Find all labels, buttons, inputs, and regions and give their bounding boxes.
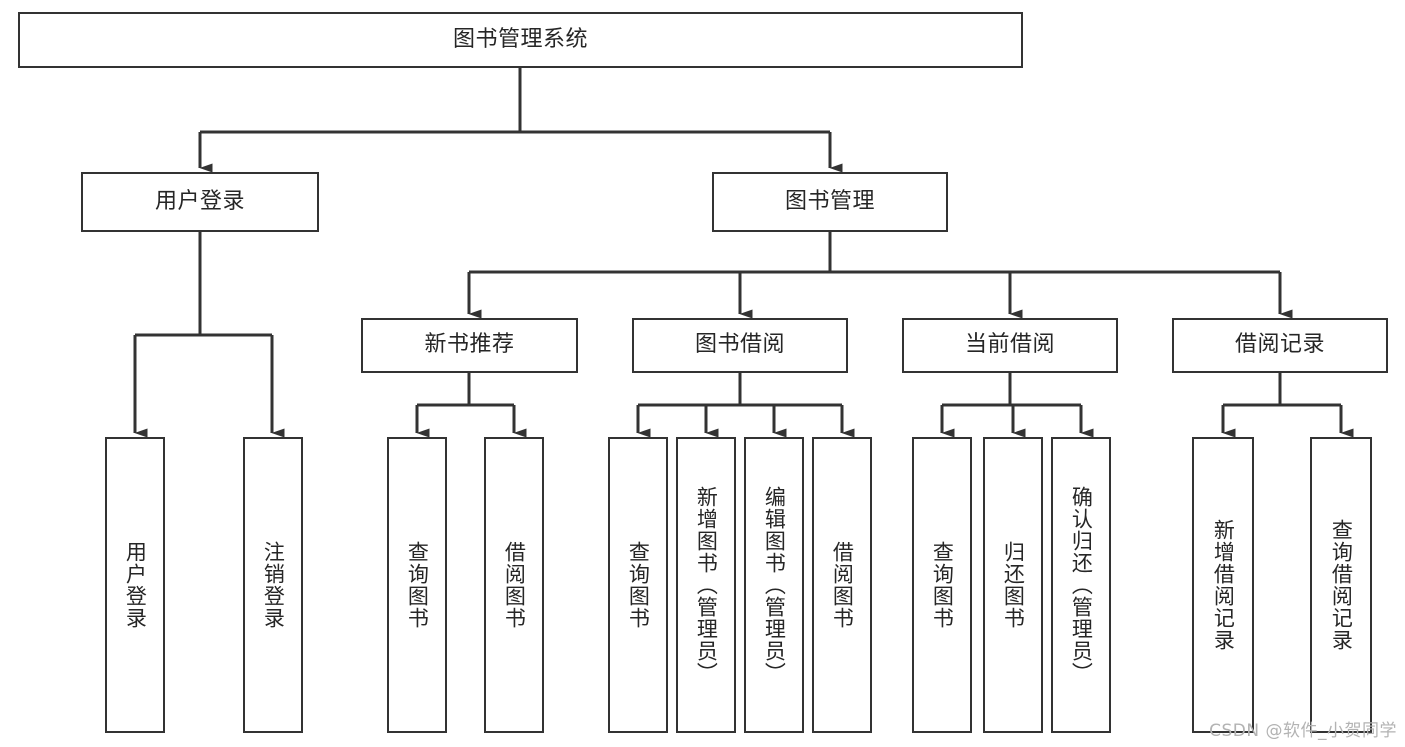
leaf-node-label: 编辑图书（管理员） <box>762 486 787 684</box>
leaf-node-label: 新增图书（管理员） <box>694 486 719 684</box>
node-root-label: 图书管理系统 <box>452 26 588 52</box>
node-user-login[interactable]: 用户登录 <box>81 172 319 232</box>
node-user-login-label: 用户登录 <box>154 188 245 214</box>
leaf-node-label: 注销登录 <box>261 541 286 629</box>
leaf-node[interactable]: 注销登录 <box>243 437 303 733</box>
leaf-node[interactable]: 借阅图书 <box>484 437 544 733</box>
leaf-node-label: 借阅图书 <box>502 541 527 629</box>
node-book-management-label: 图书管理 <box>784 188 875 214</box>
leaf-node-label: 查询图书 <box>930 541 955 629</box>
leaf-node-label: 归还图书 <box>1001 541 1026 629</box>
leaf-node-label: 查询图书 <box>626 541 651 629</box>
node-new-book-recommend[interactable]: 新书推荐 <box>361 318 578 373</box>
leaf-node[interactable]: 新增借阅记录 <box>1192 437 1254 733</box>
node-root-system[interactable]: 图书管理系统 <box>18 12 1023 68</box>
watermark-text: CSDN @软件_小贺同学 <box>1209 721 1397 741</box>
node-current-borrow[interactable]: 当前借阅 <box>902 318 1118 373</box>
leaf-node-label: 确认归还（管理员） <box>1069 486 1094 684</box>
leaf-node[interactable]: 查询借阅记录 <box>1310 437 1372 733</box>
leaf-node[interactable]: 确认归还（管理员） <box>1051 437 1111 733</box>
leaf-node-label: 查询借阅记录 <box>1329 519 1354 651</box>
leaf-node-label: 借阅图书 <box>830 541 855 629</box>
leaf-node[interactable]: 查询图书 <box>608 437 668 733</box>
leaf-node[interactable]: 用户登录 <box>105 437 165 733</box>
node-new-book-recommend-label: 新书推荐 <box>424 332 515 358</box>
leaf-node[interactable]: 编辑图书（管理员） <box>744 437 804 733</box>
node-book-borrow-label: 图书借阅 <box>694 332 785 358</box>
leaf-node-label: 新增借阅记录 <box>1211 519 1236 651</box>
node-borrow-record[interactable]: 借阅记录 <box>1172 318 1388 373</box>
leaf-node-label: 用户登录 <box>123 541 148 629</box>
leaf-node[interactable]: 查询图书 <box>387 437 447 733</box>
node-borrow-record-label: 借阅记录 <box>1234 332 1325 358</box>
leaf-node[interactable]: 归还图书 <box>983 437 1043 733</box>
leaf-node[interactable]: 借阅图书 <box>812 437 872 733</box>
leaf-node[interactable]: 新增图书（管理员） <box>676 437 736 733</box>
node-book-management[interactable]: 图书管理 <box>712 172 948 232</box>
leaf-node-label: 查询图书 <box>405 541 430 629</box>
node-book-borrow[interactable]: 图书借阅 <box>632 318 848 373</box>
leaf-node[interactable]: 查询图书 <box>912 437 972 733</box>
node-current-borrow-label: 当前借阅 <box>964 332 1055 358</box>
